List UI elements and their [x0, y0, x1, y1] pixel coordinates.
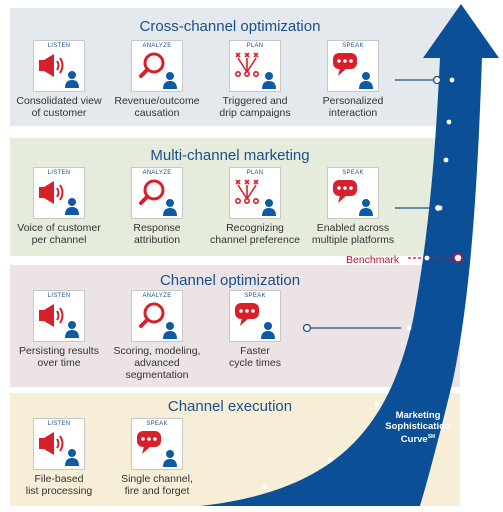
icon-card: LISTEN [33, 418, 85, 470]
icon-card: SPEAK [327, 40, 379, 92]
capability-tile: ANALYZE Response attribution [108, 167, 206, 246]
capability-tile: LISTEN Consolidated view of customer [10, 40, 108, 119]
sophistication-curve [200, 4, 499, 506]
capability-caption: Response attribution [133, 222, 181, 246]
capability-caption: Enabled across multiple platforms [311, 222, 395, 246]
icon-card: PLAN [229, 167, 281, 219]
capability-tile: SPEAK Single channel, fire and forget [108, 418, 206, 497]
capability-caption: Single channel, fire and forget [121, 473, 193, 497]
band-title-cross-channel-optimization: Cross-channel optimization [139, 18, 321, 35]
curve-label-text: Marketing Sophistication Curve [385, 410, 451, 446]
benchmark-label: Benchmark [346, 254, 400, 266]
phase-label: SPEAK [146, 421, 168, 427]
capability-caption: Faster cycle times [229, 345, 281, 369]
band-title-channel-execution: Channel execution [167, 398, 293, 415]
service-mark: SM [427, 434, 436, 440]
capability-tile: ANALYZE Scoring, modeling, advanced segme… [108, 290, 206, 381]
icon-card: LISTEN [33, 167, 85, 219]
capability-caption: File-based list processing [25, 473, 93, 497]
capability-caption: Consolidated view of customer [16, 95, 102, 119]
capability-caption: Persisting results over time [19, 345, 99, 369]
curve-label: Marketing Sophistication CurveSM [380, 410, 456, 445]
capability-tile: SPEAK Personalized interaction [304, 40, 402, 119]
icon-card: ANALYZE [131, 167, 183, 219]
icon-card: ANALYZE [131, 290, 183, 342]
capability-caption: Revenue/outcome causation [114, 95, 200, 119]
icon-card: SPEAK [131, 418, 183, 470]
icon-card: PLAN [229, 40, 281, 92]
capability-tile: SPEAK Faster cycle times [206, 290, 304, 369]
phase-label: PLAN [246, 170, 264, 176]
capability-tile: PLAN Triggered and drip campaigns [206, 40, 304, 119]
capability-caption: Scoring, modeling, advanced segmentation [113, 345, 201, 381]
icon-card: LISTEN [33, 40, 85, 92]
phase-label: PLAN [246, 43, 264, 49]
band-title-multi-channel-marketing: Multi-channel marketing [150, 147, 310, 164]
phase-label: LISTEN [47, 421, 71, 427]
capability-tile: ANALYZE Revenue/outcome causation [108, 40, 206, 119]
connector-cross-channel [395, 75, 442, 85]
benchmark-connector [408, 253, 463, 263]
phase-label: ANALYZE [142, 43, 172, 49]
icon-card: LISTEN [33, 290, 85, 342]
curve-dots [262, 77, 455, 490]
band-title-channel-optimization: Channel optimization [159, 272, 301, 289]
capability-tile: LISTEN Persisting results over time [10, 290, 108, 369]
phase-label: LISTEN [47, 43, 71, 49]
capability-tile: PLAN Recognizing channel preference [206, 167, 304, 246]
icon-card: SPEAK [327, 167, 379, 219]
icon-card: ANALYZE [131, 40, 183, 92]
capability-caption: Triggered and drip campaigns [219, 95, 291, 119]
capability-caption: Personalized interaction [322, 95, 384, 119]
capability-caption: Voice of customer per channel [17, 222, 101, 246]
phase-label: ANALYZE [142, 170, 172, 176]
capability-tile: SPEAK Enabled across multiple platforms [304, 167, 402, 246]
phase-label: SPEAK [342, 43, 364, 49]
phase-label: LISTEN [47, 293, 71, 299]
phase-label: ANALYZE [142, 293, 172, 299]
phase-label: LISTEN [47, 170, 71, 176]
phase-label: SPEAK [244, 293, 266, 299]
capability-tile: LISTEN Voice of customer per channel [10, 167, 108, 246]
connector-channel-optimization [302, 323, 401, 333]
capability-caption: Recognizing channel preference [210, 222, 300, 246]
capability-tile: LISTEN File-based list processing [10, 418, 108, 497]
phase-label: SPEAK [342, 170, 364, 176]
icon-card: SPEAK [229, 290, 281, 342]
